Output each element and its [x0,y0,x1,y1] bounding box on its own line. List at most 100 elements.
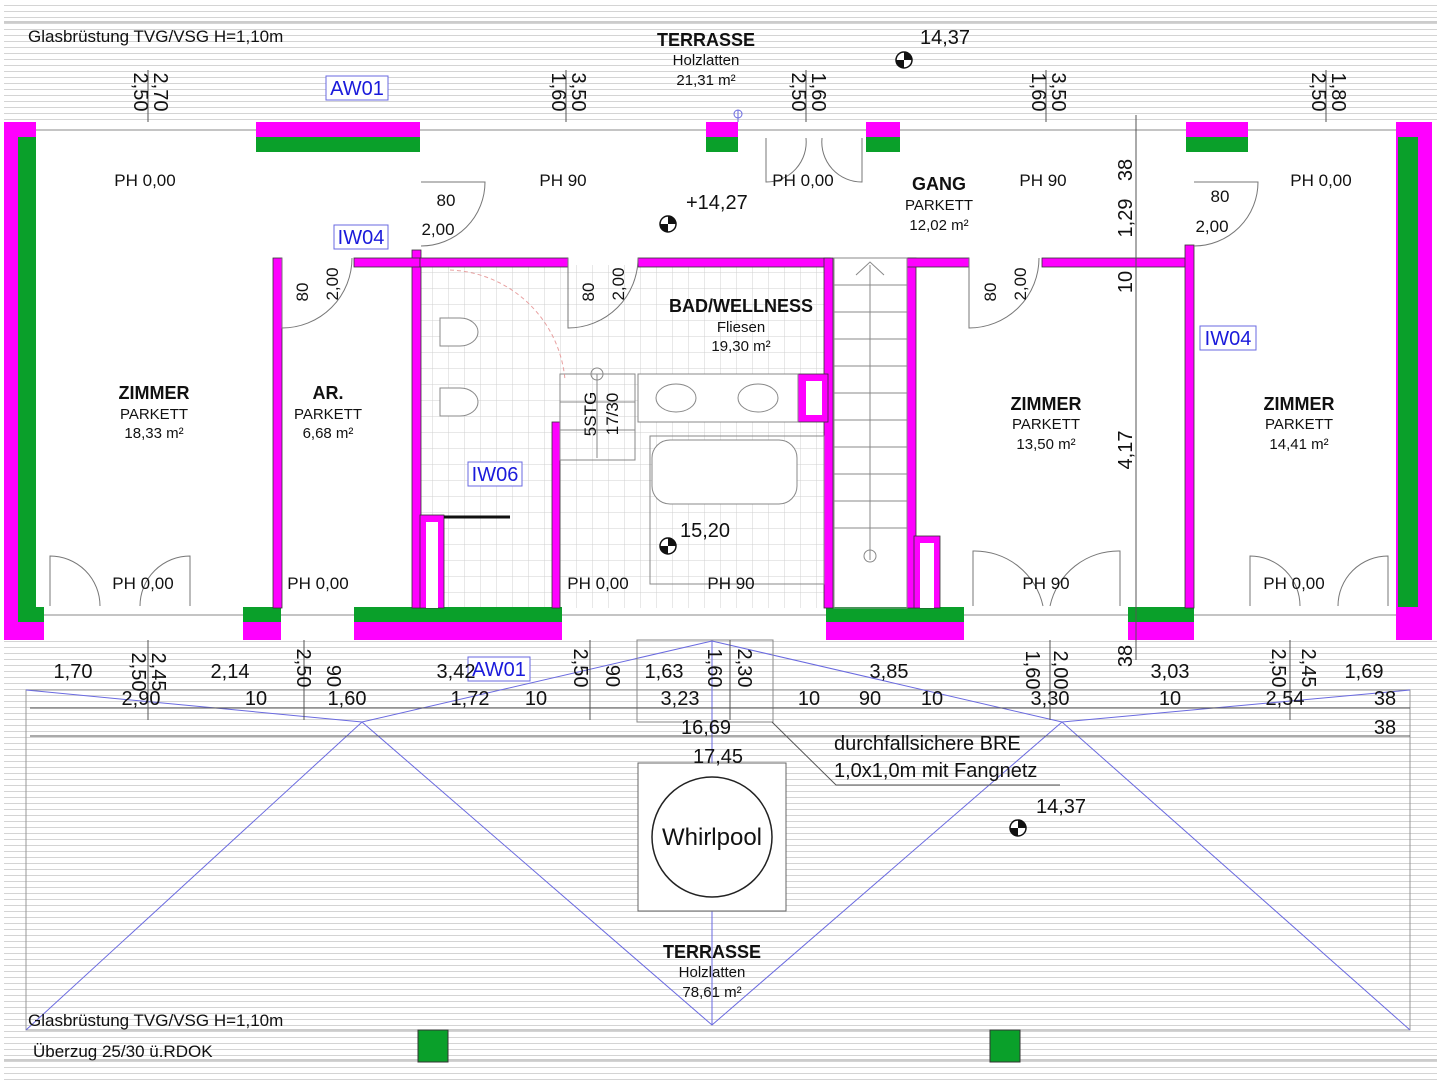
dim-b2-8: 10 [921,688,943,710]
ar-area: 6,68 m² [303,425,354,442]
zimmer1-finish: PARKETT [120,406,188,423]
sill-top-4: PH 0,00 [1290,171,1351,190]
bath-fixtures [439,269,825,585]
dim-top-1: 2,70 [149,73,171,112]
bad-area: 19,30 m² [711,338,770,355]
dim-b1-11: 2,30 [733,649,755,688]
sill-bottom-4: PH 90 [1022,574,1069,593]
zimmer2-area: 13,50 m² [1016,436,1075,453]
level-top: 14,37 [920,27,970,49]
dim-b1-9: 1,63 [645,661,684,683]
tag-box-iw04-left [333,224,389,250]
tag-box-aw01-top [325,75,389,101]
sill-top-1: PH 90 [539,171,586,190]
zimmer3-name: ZIMMER [1264,394,1335,414]
level-marker-top-icon [895,51,913,69]
dim-top-5: 1,60 [807,73,829,112]
door2-height: 2,00 [323,267,342,300]
whirlpool-box [637,762,787,912]
sill-top-3: PH 90 [1019,171,1066,190]
dim-b2-0: 2,90 [122,688,161,710]
terrace-top-finish: Holzlatten [673,52,740,69]
terrace-bottom-outline [25,689,1411,1031]
dim-b1-4: 2,50 [292,649,314,688]
railing-note-top: Glasbrüstung TVG/VSG H=1,10m [28,27,283,46]
sill-top-2: PH 0,00 [772,171,833,190]
dim-b2-12: 38 [1374,688,1396,710]
zimmer2-name: ZIMMER [1011,394,1082,414]
dim-b1-6: 3,42 [437,661,476,683]
dim-b1-13: 1,60 [1021,651,1043,690]
dim-b1-12: 3,85 [870,661,909,683]
level-bath: 15,20 [680,520,730,542]
sill-bottom-2: PH 0,00 [567,574,628,593]
dim-total-inner: 16,69 [681,717,731,739]
terrace-bottom-finish: Holzlatten [679,964,746,981]
zimmer3-finish: PARKETT [1265,416,1333,433]
tag-aw01-top: AW01 [330,78,384,100]
dim-b1-0: 1,70 [54,661,93,683]
dim-b1-19: 1,69 [1345,661,1384,683]
dim-total-outer: 17,45 [693,746,743,768]
dim-top-0: 2,50 [129,73,151,112]
terrace-bottom-name: TERRASSE [663,942,761,962]
gang-finish: PARKETT [905,197,973,214]
door1-width: 80 [437,191,456,210]
fall-protection-line2: 1,0x1,0m mit Fangnetz [834,760,1037,782]
dim-b2-11: 2,54 [1266,688,1305,710]
stairs-steps: 5STG [581,392,600,436]
tag-box-iw04-right [1199,325,1257,351]
dim-b2-4: 10 [525,688,547,710]
gang-area: 12,02 m² [909,217,968,234]
level-mid: +14,27 [686,192,748,214]
dim-top-7: 3,50 [1047,73,1069,112]
stairs-ratio: 17/30 [603,393,622,436]
structural-walls [18,137,1418,622]
bad-finish: Fliesen [717,319,765,336]
dim-b1-14: 2,00 [1049,651,1071,690]
terrace-bottom-area: 78,61 m² [682,984,741,1001]
window-lines [36,129,1396,616]
shaft-2 [426,522,438,608]
dim-b1-5: 90 [322,665,344,687]
dim-top-8: 2,50 [1307,73,1329,112]
dim-b1-3: 2,14 [211,661,250,683]
tag-iw04-left: IW04 [338,227,385,249]
top-dims: 2,50 2,70 1,60 3,50 2,50 1,60 1,60 3,50 … [129,73,1349,112]
terrace-top-area: 21,31 m² [676,72,735,89]
bad-name: BAD/WELLNESS [669,296,813,316]
dim-b1-7: 2,50 [569,649,591,688]
level-marker-terrace-icon [1009,819,1027,837]
dim-top-3: 3,50 [567,73,589,112]
tag-box-aw01-bottom [467,656,531,682]
level-terrace: 14,37 [1036,796,1086,818]
dim-right-3: 4,17 [1115,431,1137,470]
whirlpool-label: Whirlpool [662,824,762,851]
dim-b2-3: 1,72 [451,688,490,710]
dim-top-6: 1,60 [1027,73,1049,112]
dim-top-2: 1,60 [547,73,569,112]
dim-b2-5: 3,23 [661,688,700,710]
dim-b2-2: 1,60 [328,688,367,710]
dim-b1-15: 38 [1115,645,1137,667]
tag-box-iw06 [467,461,523,487]
zimmer2-finish: PARKETT [1012,416,1080,433]
dim-b1-10: 1,60 [703,649,725,688]
dim-top-4: 2,50 [787,73,809,112]
dim-b1-16: 3,03 [1151,661,1190,683]
dim-b1-8: 90 [601,665,623,687]
level-marker-mid-icon [659,215,677,233]
railing-note-bottom: Glasbrüstung TVG/VSG H=1,10m [28,1011,283,1030]
dim-b1-2: 2,45 [147,653,169,692]
door4-height: 2,00 [1011,267,1030,300]
fall-protection-line1: durchfallsichere BRE [834,733,1021,755]
level-marker-bath-icon [659,537,677,555]
tag-iw06: IW06 [472,464,519,486]
dim-right-0: 38 [1115,159,1137,181]
zimmer3-area: 14,41 m² [1269,436,1328,453]
door-swings [49,137,1389,607]
sill-bottom-0: PH 0,00 [112,574,173,593]
dim-b2-1: 10 [245,688,267,710]
tag-iw04-right: IW04 [1205,328,1252,350]
beam-note: Überzug 25/30 ü.RDOK [33,1042,213,1061]
